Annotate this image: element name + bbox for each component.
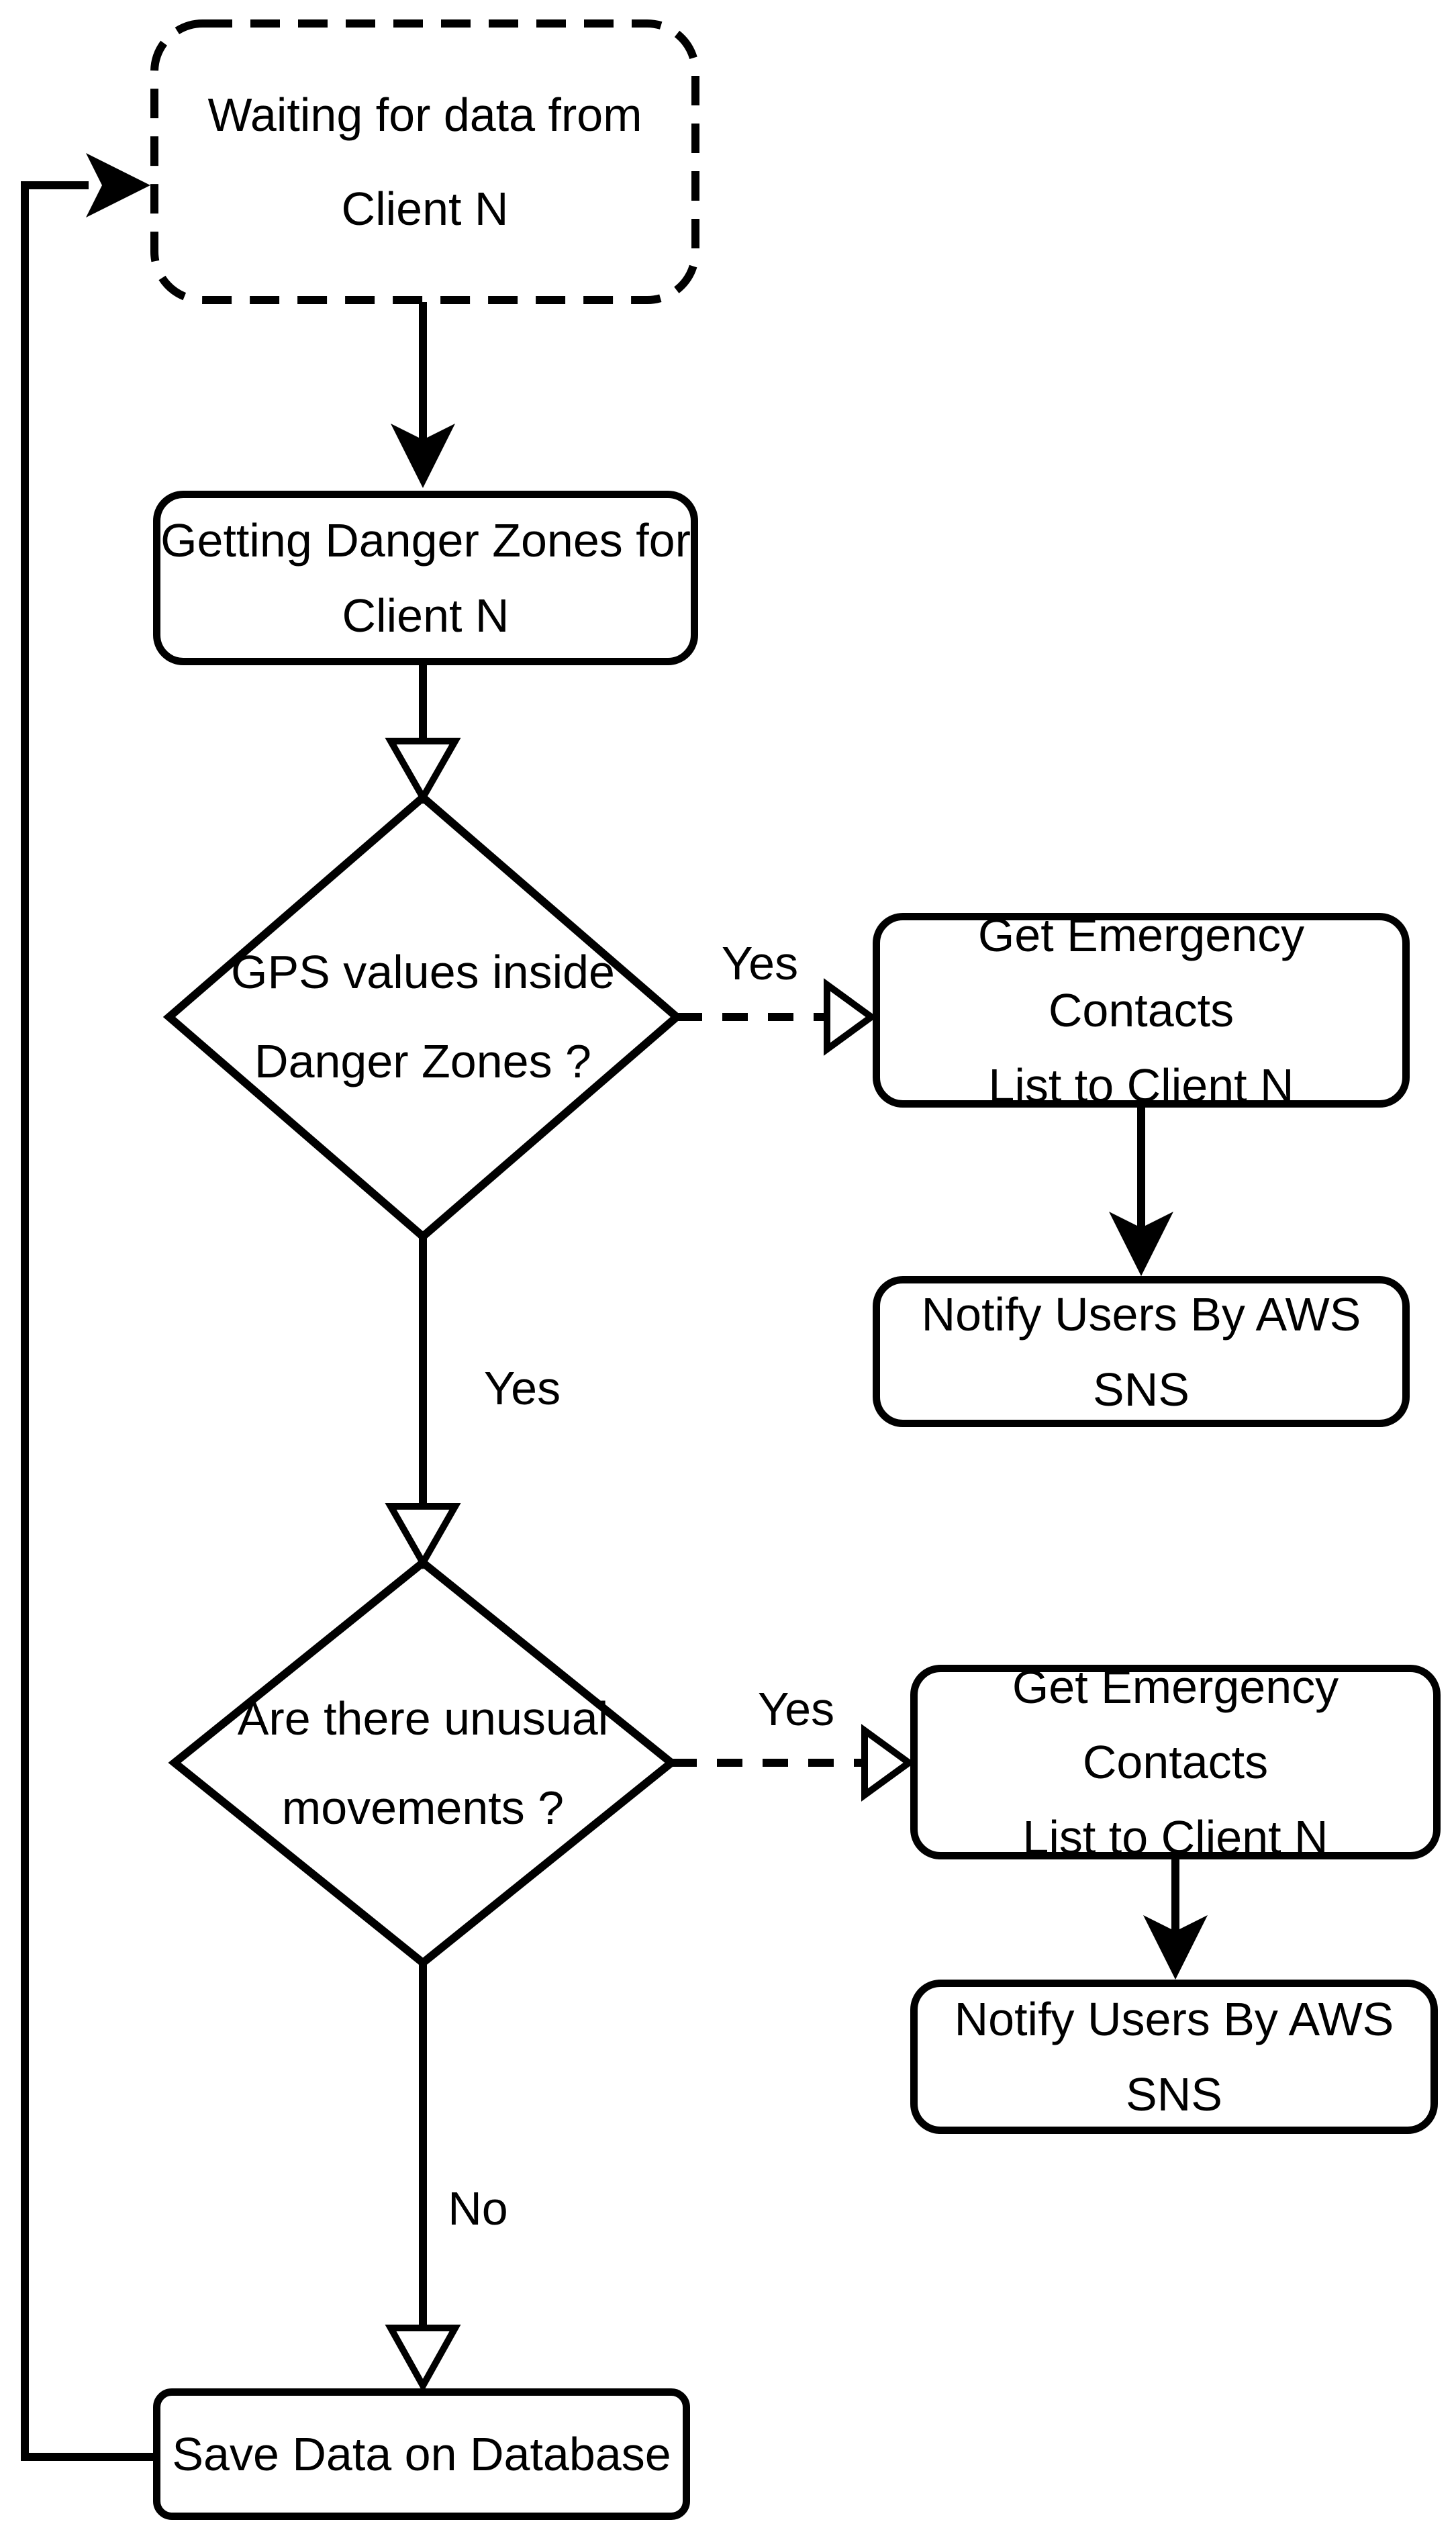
loopback-arrowhead-icon xyxy=(86,153,150,217)
node-getting-zones-line2: Client N xyxy=(342,589,509,642)
edge-label-gps-yes-down: Yes xyxy=(483,1362,561,1414)
node-contacts-1-line2: List to Client N xyxy=(988,1059,1294,1112)
node-getting-zones-line1: Getting Danger Zones for xyxy=(160,514,691,567)
contacts1-to-notify1-arrowhead-icon xyxy=(1109,1212,1173,1276)
node-waiting: Waiting for data from Client N xyxy=(154,23,695,300)
gps-yes-hollow-arrowhead-icon xyxy=(824,978,877,1056)
node-movement-decision: Are there unusual movements ? xyxy=(205,1673,640,1854)
contacts2-to-notify2-arrowhead-icon xyxy=(1143,1915,1208,1980)
node-contacts-1: Get Emergency Contacts List to Client N xyxy=(873,909,1410,1112)
node-notify-2-label: Notify Users By AWS SNS xyxy=(954,1993,1394,2121)
getting-to-gps-hollow-arrowhead-icon xyxy=(385,738,461,805)
node-save-label: Save Data on Database xyxy=(172,2428,671,2480)
node-gps-decision-line2: Danger Zones ? xyxy=(254,1035,591,1087)
node-contacts-2-line1: Get Emergency Contacts xyxy=(1012,1661,1339,1788)
node-notify-1: Notify Users By AWS SNS xyxy=(873,1276,1410,1427)
edge-label-gps-yes-right: Yes xyxy=(721,937,799,989)
gps-to-movement-hollow-arrowhead-icon xyxy=(385,1503,461,1570)
edge-label-movement-yes-right: Yes xyxy=(757,1683,835,1735)
node-gps-decision-line1: GPS values inside xyxy=(231,946,615,998)
gps-decision-diamond xyxy=(162,792,683,1242)
node-waiting-line2: Client N xyxy=(341,183,509,235)
edge-label-movement-no-down: No xyxy=(448,2182,508,2235)
node-movement-decision-line1: Are there unusual xyxy=(237,1692,609,1745)
node-notify-2: Notify Users By AWS SNS xyxy=(910,1980,1438,2134)
waiting-to-getting-arrowhead-icon xyxy=(391,424,455,488)
waiting-node-outline xyxy=(150,19,699,304)
movement-decision-diamond xyxy=(168,1557,678,1968)
node-gps-decision: GPS values inside Danger Zones ? xyxy=(203,926,643,1108)
node-waiting-line1: Waiting for data from xyxy=(207,89,642,141)
node-contacts-2: Get Emergency Contacts List to Client N xyxy=(910,1661,1441,1863)
node-getting-zones: Getting Danger Zones for Client N xyxy=(153,491,698,665)
movement-yes-hollow-arrowhead-icon xyxy=(861,1724,915,1802)
movement-to-save-hollow-arrowhead-icon xyxy=(385,2325,461,2393)
node-save: Save Data on Database xyxy=(153,2388,690,2520)
loopback-edge xyxy=(21,181,153,2461)
node-contacts-2-line2: List to Client N xyxy=(1022,1811,1328,1863)
node-contacts-1-line1: Get Emergency Contacts xyxy=(977,909,1305,1036)
node-notify-1-label: Notify Users By AWS SNS xyxy=(921,1287,1361,1416)
node-movement-decision-line2: movements ? xyxy=(281,1782,565,1834)
